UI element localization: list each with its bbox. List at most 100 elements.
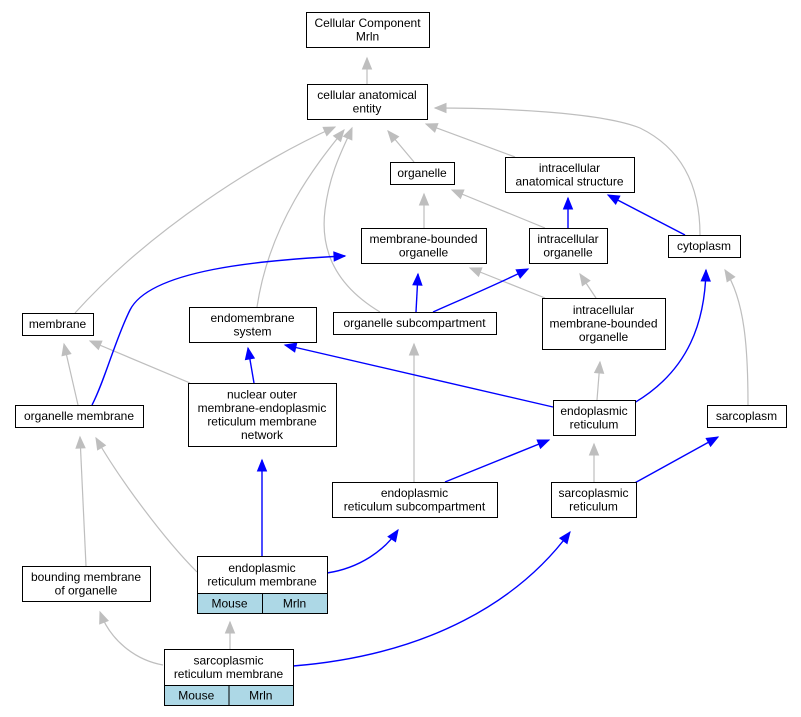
node-er-membrane-label: endoplasmic <box>228 561 295 575</box>
edge-imbo-to-mbo-arrowhead <box>468 267 483 278</box>
edge-intraorg-to-organelle <box>451 189 546 229</box>
edge-orgmem-to-mbo-arrowhead <box>333 251 347 262</box>
node-intracellular-membrane-bounded-organelle-label: intracellular <box>573 303 634 317</box>
node-sarcoplasmic-reticulum-box <box>551 482 637 518</box>
edge-orgmem-to-membrane-arrowhead <box>61 342 72 357</box>
edge-sr-to-sarcoplasm <box>630 436 719 486</box>
node-organelle-label: organelle <box>397 166 447 180</box>
node-endoplasmic-reticulum-box <box>553 400 636 436</box>
node-sr-membrane-box <box>164 649 294 686</box>
node-organelle-subcompartment-box <box>333 312 497 335</box>
node-cellular-component-mrln-label: Cellular Component <box>314 16 421 30</box>
node-membrane-label: membrane <box>29 317 87 331</box>
node-cytoplasm[interactable]: cytoplasm <box>668 235 741 258</box>
sr-membrane-cell-box <box>228 685 294 706</box>
node-organelle-membrane-label: organelle membrane <box>24 409 134 423</box>
edge-sarcoplasm-to-cytoplasm <box>724 269 749 406</box>
edge-nomer-to-membrane <box>89 340 191 384</box>
node-cellular-component-mrln-label: Mrln <box>356 29 379 43</box>
node-bounding-membrane-of-organelle-label: of organelle <box>55 583 118 597</box>
node-nuclear-outer-membrane-er-network-label: membrane-endoplasmic <box>198 401 327 415</box>
node-intracellular-organelle-label: intracellular <box>537 232 598 246</box>
node-nuclear-outer-membrane-er-network[interactable]: nuclear outermembrane-endoplasmicreticul… <box>188 383 337 447</box>
edge-imbo-to-mbo <box>469 267 546 299</box>
edge-bmo-to-orgmem <box>79 436 87 567</box>
node-organelle-box <box>390 162 455 185</box>
edge-membrane-to-entity <box>74 126 336 314</box>
edge-intraorg-to-ias-arrowhead <box>562 196 574 210</box>
arrowheads <box>61 56 736 634</box>
edge-orgsub-to-mbo-arrowhead <box>412 272 423 286</box>
edge-ersub-to-er <box>444 439 550 483</box>
edge-ias-to-entity <box>425 123 516 158</box>
node-cellular-anatomical-entity-box <box>307 84 428 120</box>
node-organelle-subcompartment-label: organelle subcompartment <box>343 316 486 330</box>
node-organelle[interactable]: organelle <box>390 162 455 185</box>
er-membrane-cell-box <box>262 593 328 614</box>
edge-srmem-to-sr <box>292 531 571 667</box>
node-organelle-membrane[interactable]: organelle membrane <box>15 405 144 428</box>
node-nuclear-outer-membrane-er-network-box <box>188 383 337 447</box>
node-endoplasmic-reticulum-label: endoplasmic <box>560 404 627 418</box>
edge-nomer-to-membrane-arrowhead <box>88 340 103 351</box>
edge-cytoplasm-to-entity <box>434 107 701 236</box>
edge-ersub-to-er-arrowhead <box>536 439 551 450</box>
edge-er-to-endomem <box>284 344 554 408</box>
edge-ersub-to-orgsub-arrowhead <box>408 342 420 356</box>
edge-imbo-to-intraorg-arrowhead <box>579 272 591 287</box>
node-intracellular-anatomical-structure-label: anatomical structure <box>515 174 623 188</box>
er-membrane-cell-label: Mouse <box>211 597 247 611</box>
node-nuclear-outer-membrane-er-network-label: reticulum membrane <box>207 414 317 428</box>
node-endomembrane-system-label: endomembrane <box>210 311 294 325</box>
edge-orgsub-to-intraorg <box>432 268 529 313</box>
node-organelle-subcompartment[interactable]: organelle subcompartment <box>333 312 497 335</box>
node-sr-membrane-label: reticulum membrane <box>174 667 284 681</box>
node-cellular-component-mrln-box <box>306 12 430 48</box>
node-sarcoplasm[interactable]: sarcoplasm <box>707 405 787 428</box>
node-intracellular-anatomical-structure-box <box>505 157 635 193</box>
edge-entity-to-cc-arrowhead <box>361 56 373 70</box>
node-cytoplasm-label: cytoplasm <box>677 239 731 253</box>
er-membrane-cell-label: Mrln <box>283 597 306 611</box>
edge-mbo-to-organelle-arrowhead <box>418 192 430 206</box>
edge-bmo-to-orgmem-arrowhead <box>75 435 86 449</box>
node-membrane[interactable]: membrane <box>22 313 94 336</box>
edge-orgsub-to-entity <box>323 127 381 313</box>
node-intracellular-anatomical-structure-label: intracellular <box>539 161 600 175</box>
node-er-subcompartment-box <box>332 482 498 518</box>
edge-endomem-to-entity-arrowhead <box>332 128 345 143</box>
edge-ermem-to-orgmem <box>95 437 198 573</box>
edge-sr-to-er-arrowhead <box>588 442 600 456</box>
edge-srmem-to-ermem-arrowhead <box>224 620 236 634</box>
edge-organelle-to-entity-arrowhead <box>387 129 400 144</box>
node-er-membrane-box <box>197 556 328 594</box>
edge-srmem-to-bmo-arrowhead <box>99 610 109 625</box>
node-sr-membrane-label: sarcoplasmic <box>193 653 263 667</box>
node-cytoplasm-box <box>668 235 741 258</box>
node-endoplasmic-reticulum-label: reticulum <box>570 417 619 431</box>
edge-cytoplasm-to-ias-arrowhead <box>606 194 621 205</box>
node-nuclear-outer-membrane-er-network-label: nuclear outer <box>227 387 297 401</box>
node-sarcoplasmic-reticulum-label: sarcoplasmic <box>558 486 628 500</box>
edge-nomer-to-endomem-arrowhead <box>244 346 256 361</box>
node-er-subcompartment-label: reticulum subcompartment <box>344 499 486 513</box>
node-cellular-anatomical-entity-label: cellular anatomical <box>317 88 416 102</box>
node-bounding-membrane-of-organelle-box <box>22 566 151 602</box>
edge-cytoplasm-to-entity-arrowhead <box>433 102 447 114</box>
edge-srmem-to-bmo <box>99 611 164 666</box>
edge-endomem-to-entity <box>256 129 345 308</box>
